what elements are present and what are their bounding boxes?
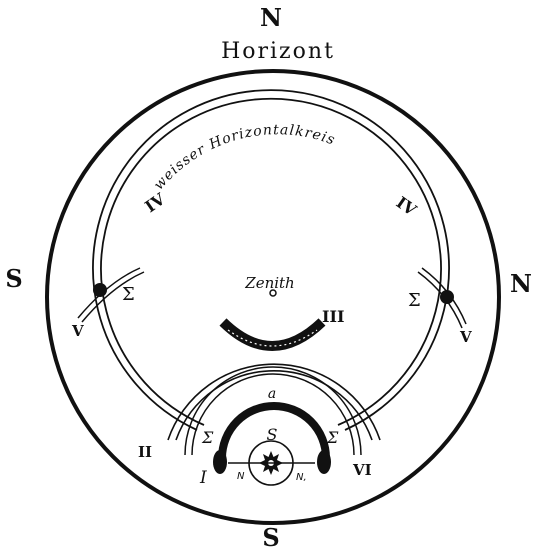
roman-iii: III — [322, 307, 344, 326]
point-n-label: N — [237, 471, 245, 482]
west-label: S — [5, 264, 22, 293]
north-label: N — [260, 3, 282, 32]
white-circle-label: weisser Horizontalkreis — [151, 122, 338, 193]
east-label: N — [510, 269, 532, 298]
roman-iv-right: IV — [393, 193, 421, 220]
roman-iv-left: IV — [141, 189, 169, 216]
roman-i: I — [199, 468, 207, 488]
circumzenithal-arc — [223, 322, 322, 346]
white-horizontal-circle — [93, 90, 449, 430]
horizon-label: Horizont — [221, 39, 335, 64]
point-n1-label: N, — [296, 472, 307, 483]
south-label: S — [262, 523, 279, 549]
parhelion-blob-left — [213, 450, 227, 474]
roman-vi: VI — [352, 461, 372, 479]
arc-a-label: a — [268, 386, 276, 402]
sigma-inner-left: Σ — [201, 428, 214, 447]
left-parhelion — [93, 283, 107, 297]
roman-v-right: V — [459, 328, 472, 346]
horizon-circle — [47, 71, 499, 523]
roman-v-left: V — [71, 322, 84, 340]
sigma-left: Σ — [122, 284, 135, 305]
roman-ii: II — [138, 443, 152, 461]
parhelion-blob-right — [317, 450, 331, 474]
right-parhelion — [440, 290, 454, 304]
sigma-right: Σ — [408, 290, 421, 311]
zenith-label: Zenith — [244, 274, 294, 292]
